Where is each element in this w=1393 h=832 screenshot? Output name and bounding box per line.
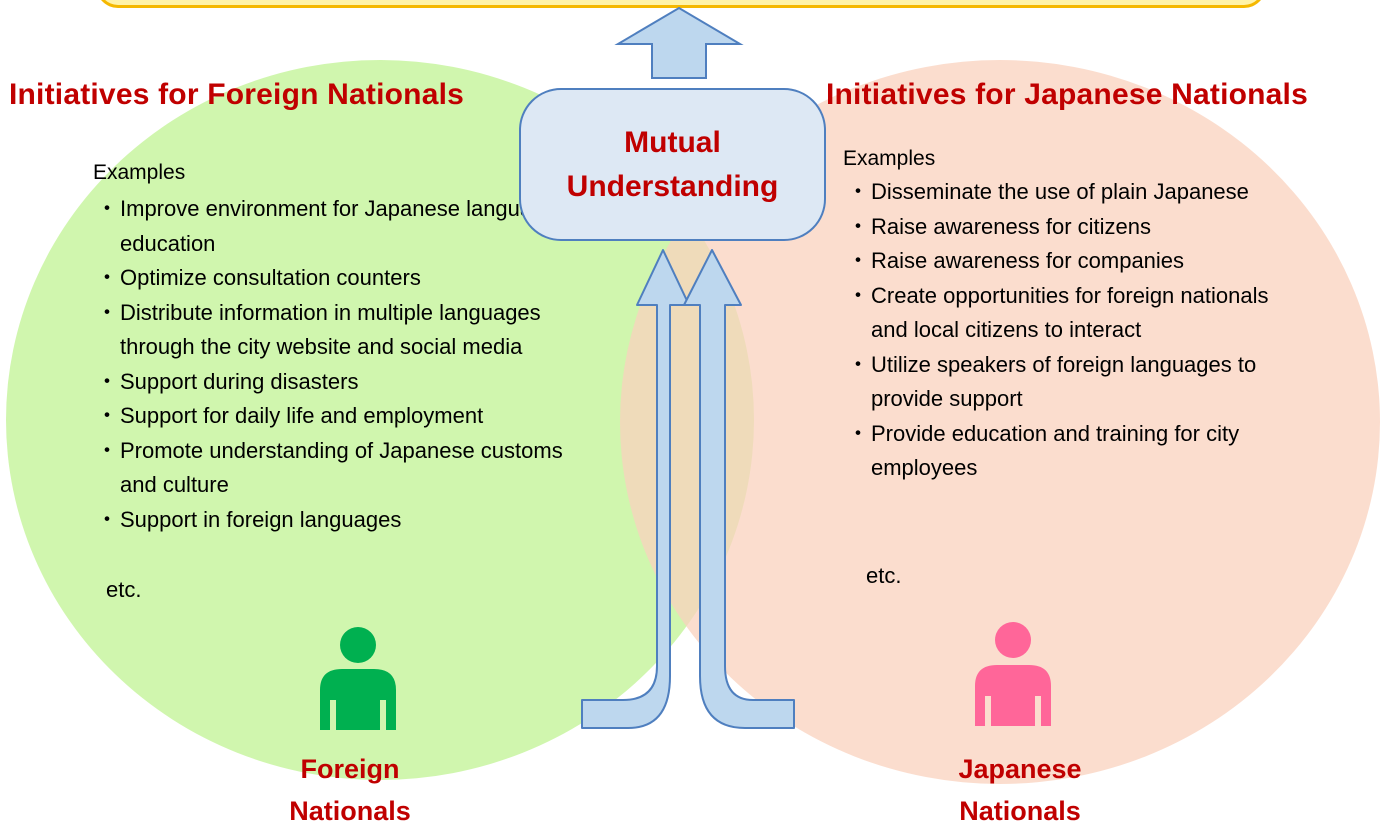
list-item: Create opportunities for foreign nationa…	[847, 279, 1287, 348]
list-item: Support for daily life and employment	[96, 399, 576, 434]
list-item: Support during disasters	[96, 365, 576, 400]
mutual-understanding-box: Mutual Understanding	[519, 88, 826, 241]
foreign-initiatives-list: Improve environment for Japanese languag…	[96, 192, 576, 538]
list-item: Improve environment for Japanese languag…	[96, 192, 576, 261]
up-arrow-to-banner	[614, 6, 744, 79]
list-item: Support in foreign languages	[96, 503, 576, 538]
list-item: Promote understanding of Japanese custom…	[96, 434, 576, 503]
mutual-understanding-line1: Mutual	[624, 125, 721, 159]
japanese-label-line1: Japanese	[958, 754, 1082, 784]
mutual-understanding-line2: Understanding	[566, 169, 779, 203]
japanese-label-line2: Nationals	[959, 796, 1081, 826]
japanese-person-icon	[975, 622, 1051, 726]
list-item: Disseminate the use of plain Japanese	[847, 175, 1287, 210]
japanese-examples-label: Examples	[843, 147, 936, 170]
japanese-etc: etc.	[866, 563, 902, 588]
japanese-initiatives-list: Disseminate the use of plain Japanese Ra…	[847, 175, 1287, 486]
foreign-initiatives-heading: Initiatives for Foreign Nationals	[9, 78, 465, 111]
foreign-nationals-label: Foreign Nationals	[250, 748, 450, 832]
japanese-initiatives-heading: Initiatives for Japanese Nationals	[826, 78, 1308, 111]
list-item: Raise awareness for citizens	[847, 210, 1287, 245]
list-item: Raise awareness for companies	[847, 244, 1287, 279]
list-item: Distribute information in multiple langu…	[96, 296, 576, 365]
left-curved-arrow	[581, 249, 690, 729]
list-item: Utilize speakers of foreign languages to…	[847, 348, 1287, 417]
right-curved-arrow	[683, 249, 795, 729]
foreign-person-icon	[320, 627, 396, 730]
list-item: Optimize consultation counters	[96, 261, 576, 296]
foreign-etc: etc.	[106, 577, 142, 602]
foreign-label-line2: Nationals	[289, 796, 411, 826]
japanese-nationals-label: Japanese Nationals	[920, 748, 1120, 832]
foreign-examples-label: Examples	[93, 161, 186, 184]
list-item: Provide education and training for city …	[847, 417, 1287, 486]
foreign-label-line1: Foreign	[300, 754, 400, 784]
